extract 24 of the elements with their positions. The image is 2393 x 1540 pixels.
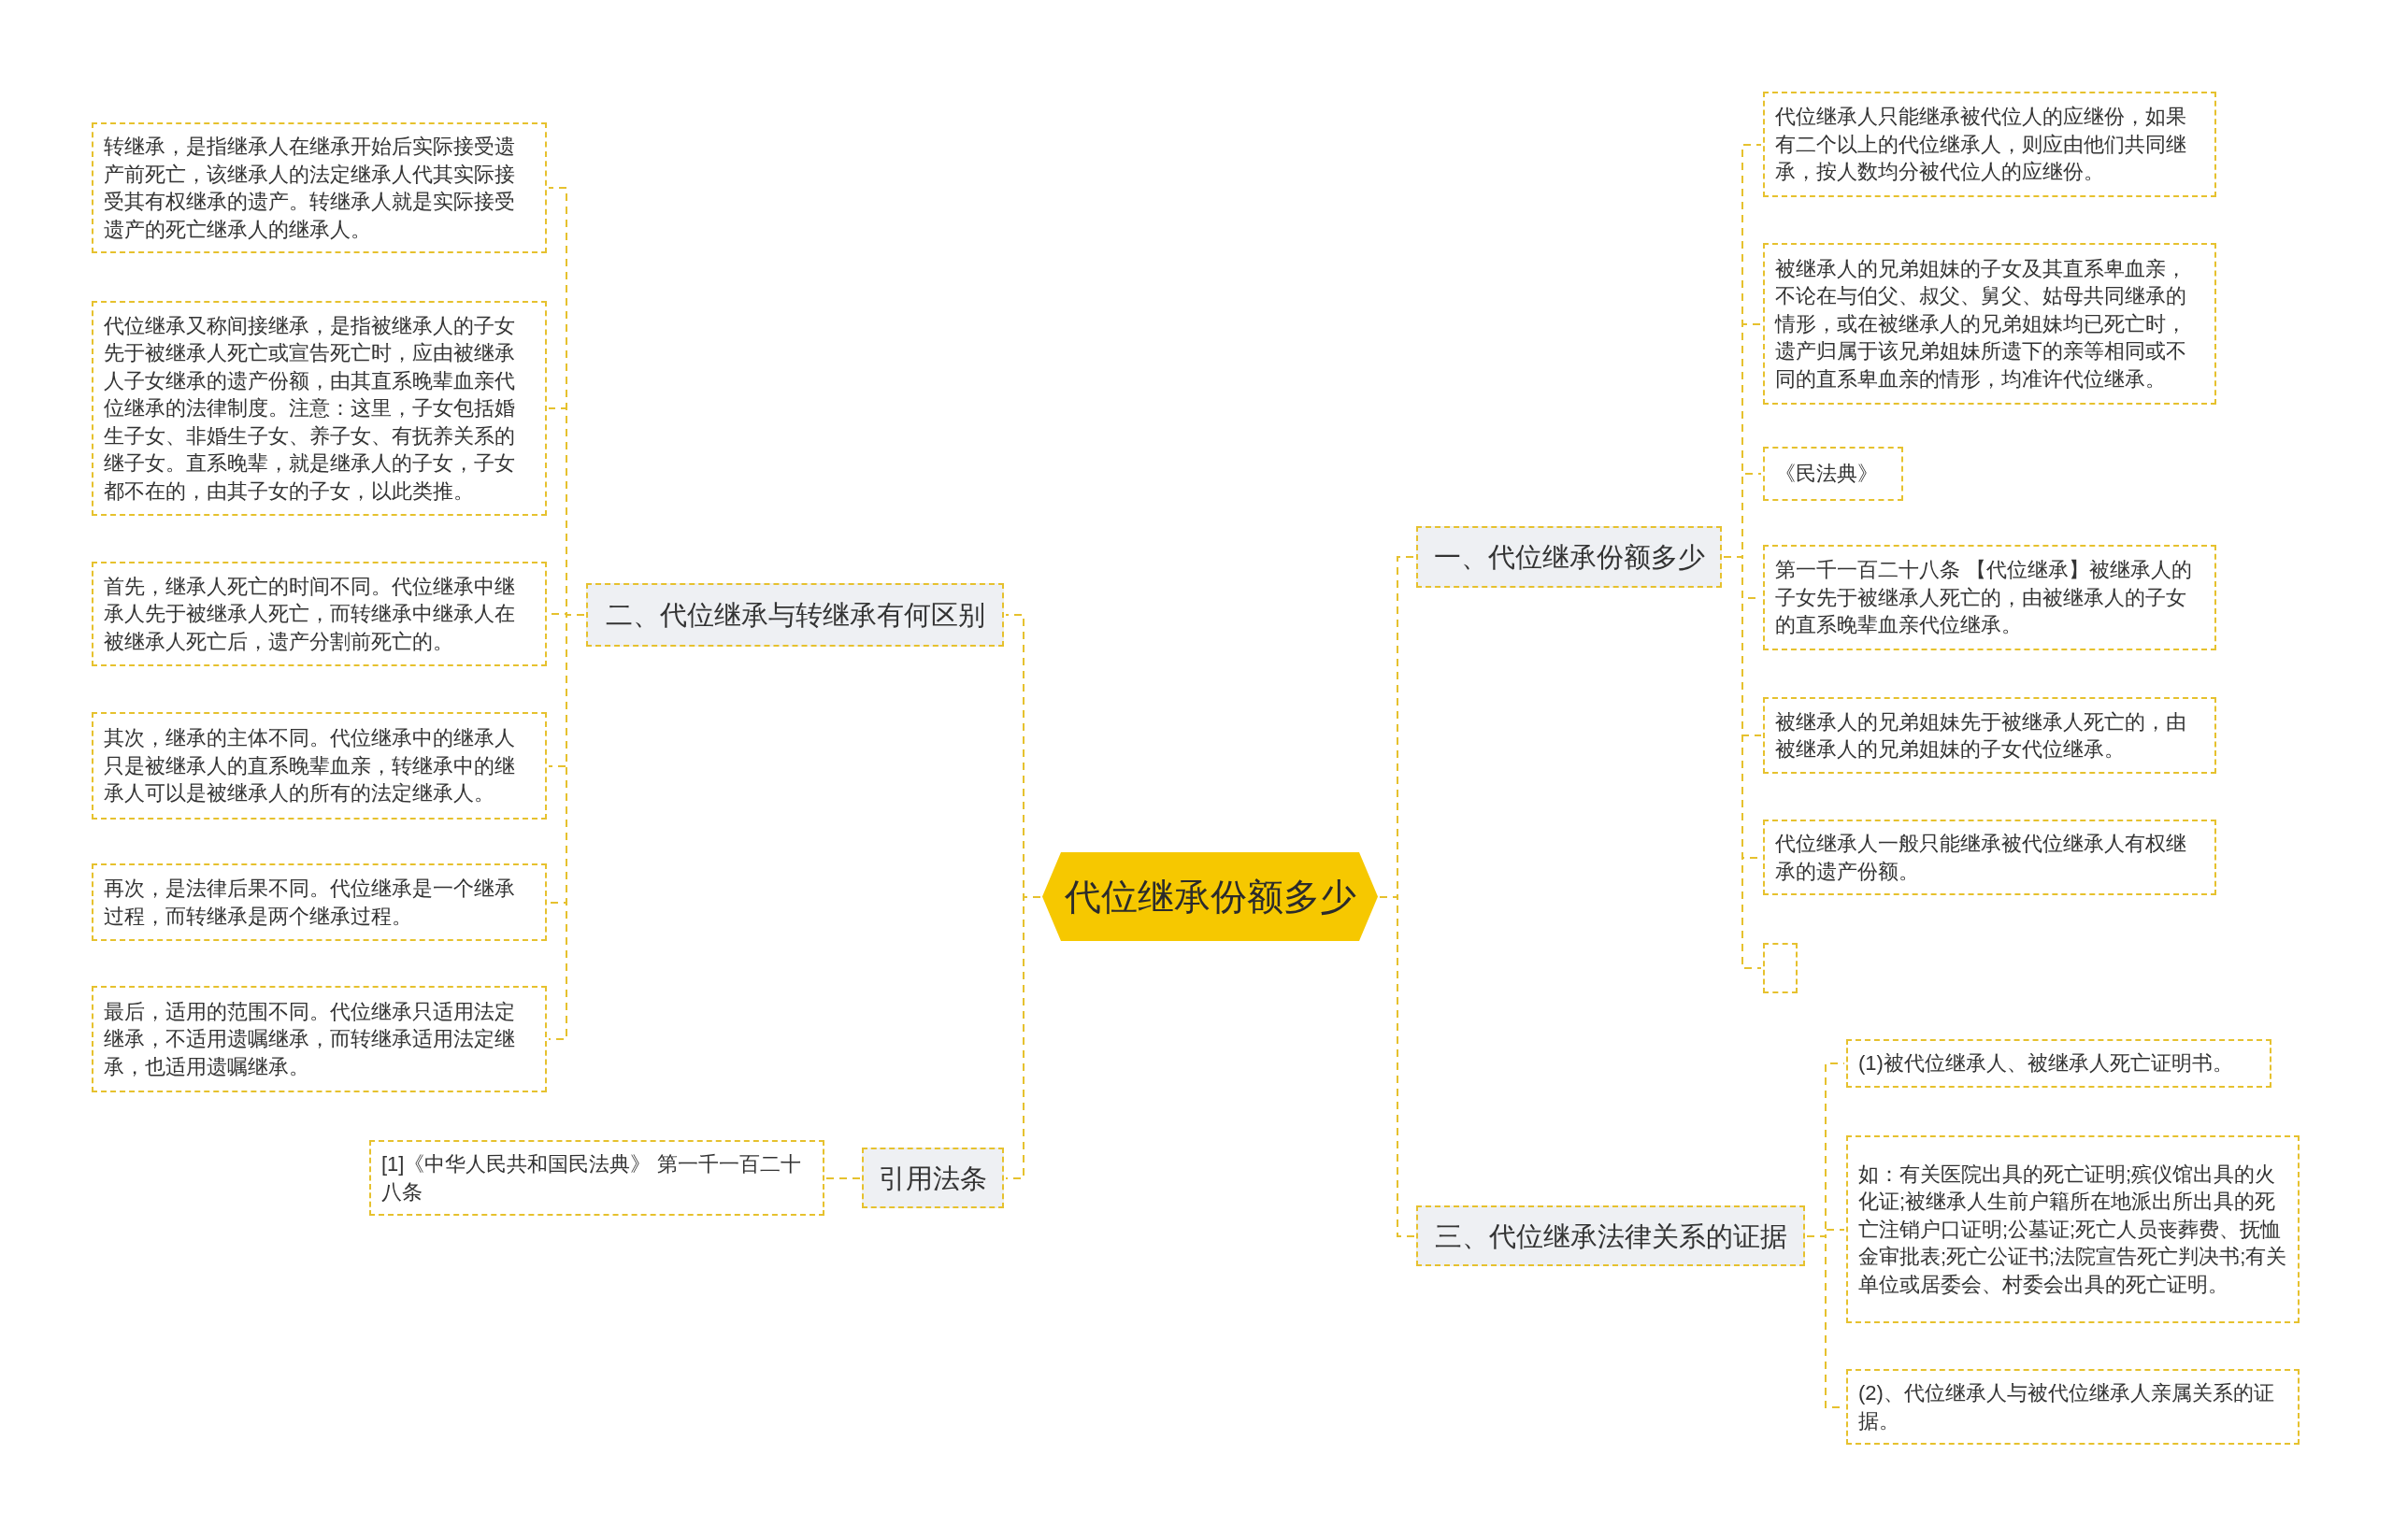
connector bbox=[1005, 896, 1041, 1179]
topic-box: 二、代位继承与转继承有何区别 bbox=[586, 583, 1004, 647]
note-box: 第一千一百二十八条 【代位继承】被继承人的子女先于被继承人死亡的，由被继承人的子女的直系晚辈血亲代位继承。 bbox=[1763, 545, 2216, 650]
note-box: 《民法典》 bbox=[1763, 447, 1903, 501]
empty-box bbox=[1763, 943, 1798, 993]
connector bbox=[825, 1177, 861, 1179]
note-box: 如：有关医院出具的死亡证明;殡仪馆出具的火化证;被继承人生前户籍所在地派出所出具的死亡注销户口证明;公墓证;死亡人员丧葬费、抚恤金审批表;死亡公证书;法院宣告死亡判决书;有关单位或居委会、村委会出具的死亡证明。 bbox=[1846, 1135, 2300, 1323]
note-box: [1]《中华人民共和国民法典》 第一千一百二十八条 bbox=[369, 1140, 824, 1216]
note-box: 被继承人的兄弟姐妹的子女及其直系卑血亲，不论在与伯父、叔父、舅父、姑母共同继承的情形，或在被继承人的兄弟姐妹均已死亡时，遗产归属于该兄弟姐妹所遗下的亲等相同或不同的直系卑血亲的情形，均准许代位继承。 bbox=[1763, 243, 2216, 405]
topic-box: 引用法条 bbox=[862, 1148, 1004, 1208]
note-box: (2)、代位继承人与被代位继承人亲属关系的证据。 bbox=[1846, 1369, 2300, 1445]
note-box: 代位继承人只能继承被代位人的应继份，如果有二个以上的代位继承人，则应由他们共同继承，按人数均分被代位人的应继份。 bbox=[1763, 92, 2216, 197]
note-box: 其次，继承的主体不同。代位继承中的继承人只是被继承人的直系晚辈血亲，转继承中的继承人可以是被继承人的所有的法定继承人。 bbox=[92, 712, 547, 820]
note-box: 代位继承又称间接继承，是指被继承人的子女先于被继承人死亡或宣告死亡时，应由被继承人子女继承的遗产份额，由其直系晚辈血亲代位继承的法律制度。注意：这里，子女包括婚生子女、非婚生子女、养子女、有抚养关系的继子女。直系晚辈，就是继承人的子女，子女都不在的，由其子女的子女，以此类推。 bbox=[92, 301, 547, 516]
note-box: 最后，适用的范围不同。代位继承只适用法定继承，不适用遗嘱继承，而转继承适用法定继承，也适用遗嘱继承。 bbox=[92, 986, 547, 1092]
central-topic: 代位继承份额多少 bbox=[1042, 852, 1378, 941]
note-box: 首先，继承人死亡的时间不同。代位继承中继承人先于被继承人死亡，而转继承中继承人在被继承人死亡后，遗产分割前死亡的。 bbox=[92, 562, 547, 666]
note-box: (1)被代位继承人、被继承人死亡证明书。 bbox=[1846, 1039, 2271, 1088]
note-box: 转继承，是指继承人在继承开始后实际接受遗产前死亡，该继承人的法定继承人代其实际接受其有权继承的遗产。转继承人就是实际接受遗产的死亡继承人的继承人。 bbox=[92, 122, 547, 253]
topic-box: 三、代位继承法律关系的证据 bbox=[1416, 1205, 1805, 1266]
topic-box: 一、代位继承份额多少 bbox=[1416, 526, 1722, 588]
note-box: 被继承人的兄弟姐妹先于被继承人死亡的，由被继承人的兄弟姐妹的子女代位继承。 bbox=[1763, 697, 2216, 774]
note-box: 代位继承人一般只能继承被代位继承人有权继承的遗产份额。 bbox=[1763, 820, 2216, 895]
note-box: 再次，是法律后果不同。代位继承是一个继承过程，而转继承是两个继承过程。 bbox=[92, 863, 547, 941]
